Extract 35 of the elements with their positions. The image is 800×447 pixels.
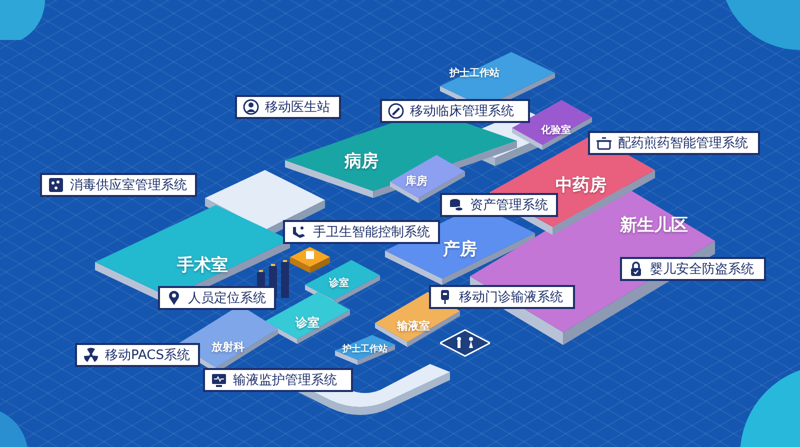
callout-box [75,343,200,367]
system-name: 输液监护管理系统 [233,372,337,389]
room-label: 新生儿区 [620,214,688,236]
system-name: 配药煎药智能管理系统 [618,135,748,152]
callout-box [440,193,558,217]
callout-box [283,220,440,244]
callout-box [620,257,766,281]
room-label: 化验室 [541,123,571,137]
room-label: 产房 [443,238,477,260]
callout-box [203,368,353,392]
callout-box [235,95,341,119]
room-label: 诊室 [296,314,320,332]
room-label: 库房 [405,174,428,189]
room-label: 手术室 [176,254,228,276]
callout-box [158,286,276,310]
callout-box [429,285,575,309]
system-name: 人员定位系统 [188,290,266,307]
system-name: 婴儿安全防盗系统 [650,261,754,278]
system-name: 消毒供应室管理系统 [70,177,187,194]
room-label: 输液室 [396,318,430,334]
system-name: 移动医生站 [265,99,330,116]
system-name: 手卫生智能控制系统 [313,224,430,241]
room-label: 护士工作站 [450,66,500,80]
callout-box [380,99,530,123]
system-name: 资产管理系统 [470,197,548,214]
callout-box [40,173,197,197]
system-name: 移动门诊输液系统 [459,289,563,306]
system-name: 移动临床管理系统 [410,103,514,120]
callout-box [588,131,760,155]
system-name: 移动PACS系统 [105,347,190,364]
room-label: 中药房 [555,174,606,196]
room-label: 病房 [344,150,379,173]
room-label: 诊室 [328,276,349,290]
room-label: 护士工作站 [342,342,388,355]
room-label: 放射科 [212,340,244,355]
